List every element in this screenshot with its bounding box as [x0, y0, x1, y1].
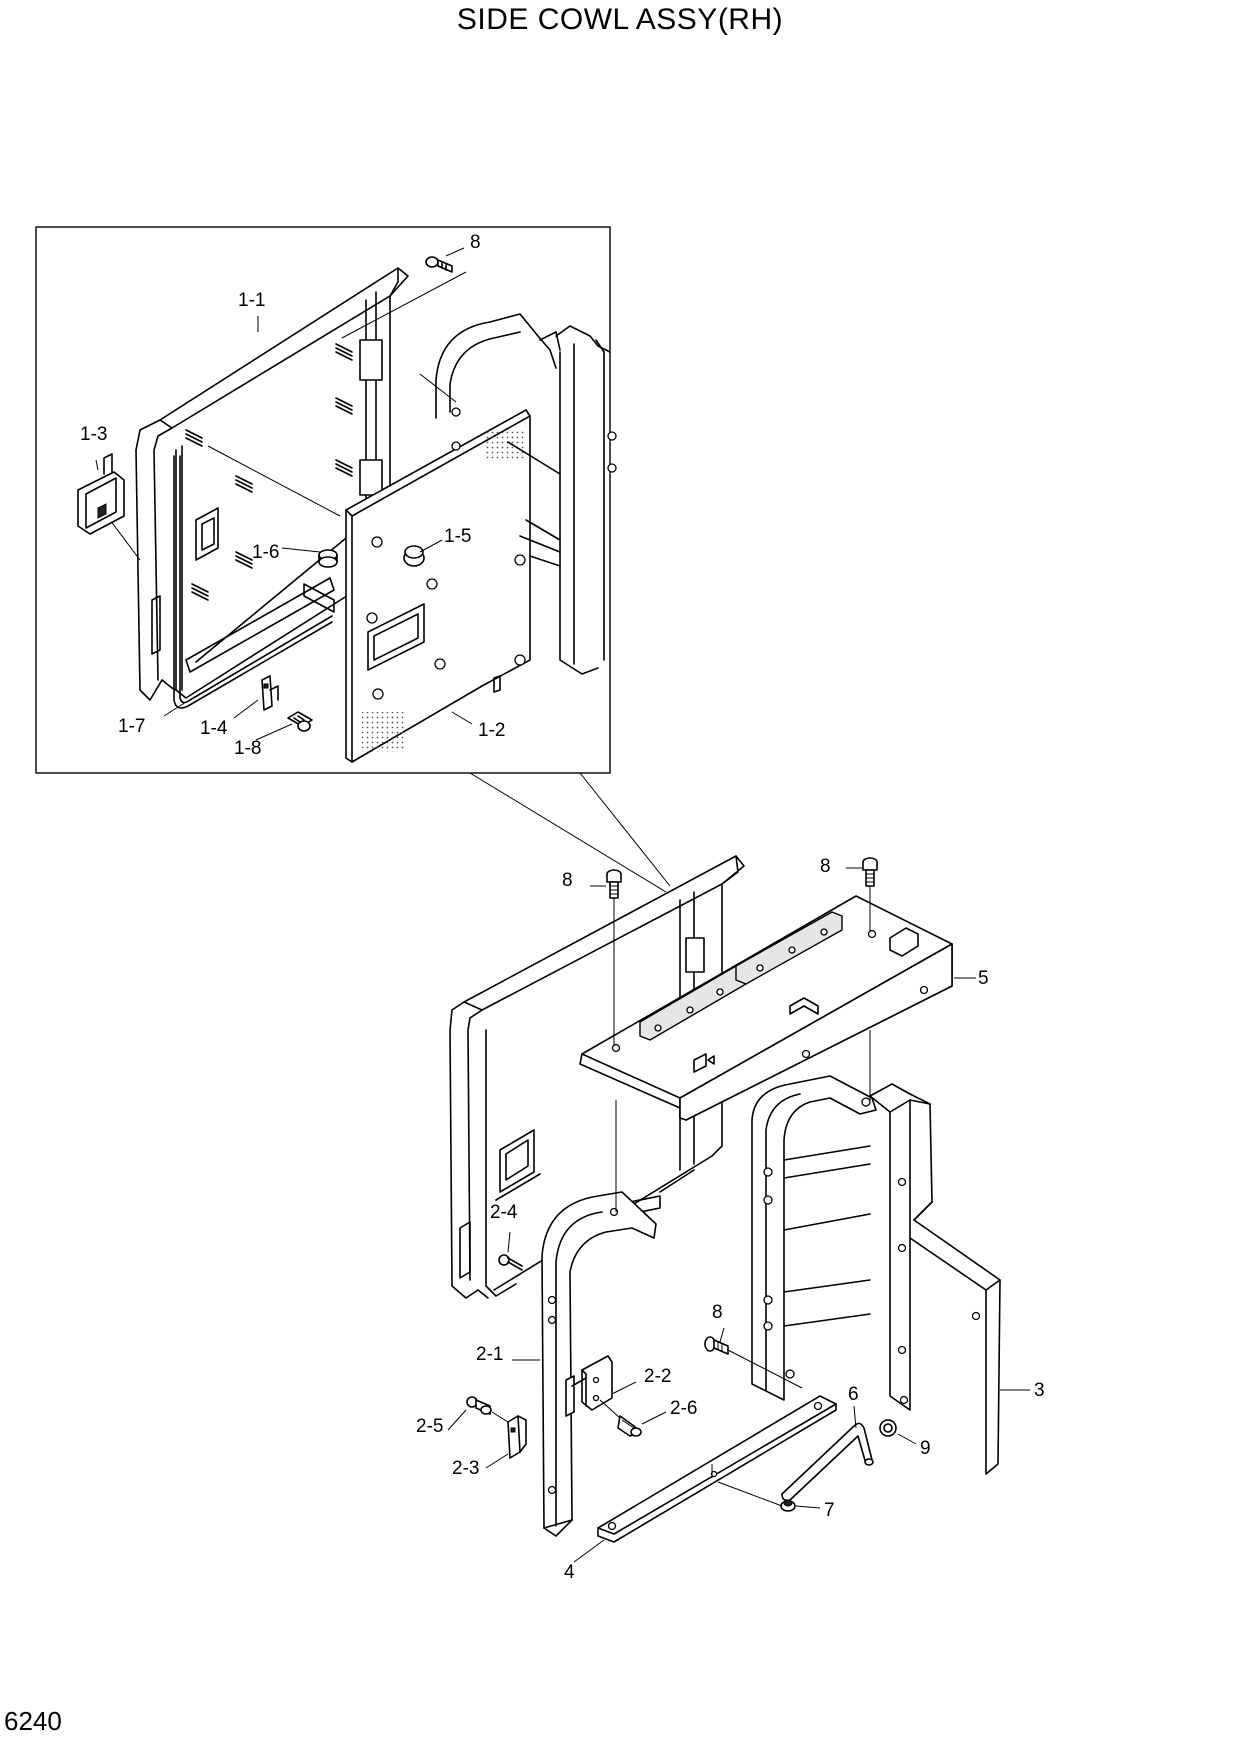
door-stud-bolts [185, 343, 353, 601]
label-4: 4 [564, 1562, 575, 1583]
diagram-title: SIDE COWL ASSY(RH) [456, 3, 784, 36]
bolt-8-right-part [862, 857, 878, 932]
top-plate-part [579, 895, 953, 1121]
label-7: 7 [824, 1500, 835, 1521]
nut-7-part [717, 1481, 796, 1512]
label-1-4: 1-4 [200, 718, 228, 739]
stay-rod-part [173, 455, 335, 709]
inner-panel-part [345, 409, 531, 763]
catch-2-3-part [507, 1415, 527, 1459]
bolt-2-6-part [599, 1399, 642, 1437]
bolt-8-lower-part [704, 1336, 803, 1389]
label-1-7: 1-7 [118, 716, 145, 737]
striker-plate-part [571, 1355, 613, 1411]
label-2-5: 2-5 [416, 1416, 443, 1437]
main-assembly: 8 8 8 5 2-4 2-1 2-2 2-6 2-5 2-3 6 9 7 3 … [416, 855, 1045, 1583]
front-bracket-part [541, 1100, 657, 1537]
label-2-3: 2-3 [452, 1458, 479, 1479]
bolt-8-left-part [606, 869, 622, 1046]
label-5: 5 [978, 968, 989, 989]
bolt-8-detail-part [341, 256, 467, 339]
label-1-8: 1-8 [234, 738, 261, 759]
detail-bracket-frame [419, 313, 617, 675]
label-3: 3 [1034, 1380, 1045, 1401]
label-1-3: 1-3 [80, 424, 107, 445]
label-8-top-right: 8 [820, 856, 831, 877]
stud-2-4-part [498, 1254, 523, 1271]
detail-leader-lines [95, 247, 473, 741]
label-8-top-left: 8 [562, 870, 573, 891]
page-number: 6240 [4, 1706, 62, 1736]
label-1-1: 1-1 [238, 290, 265, 311]
bolt-2-5-part [466, 1396, 509, 1423]
lock-assembly-part [77, 453, 125, 535]
label-8-lower: 8 [712, 1302, 723, 1323]
grommet-part [318, 549, 338, 568]
label-1-5: 1-5 [444, 526, 471, 547]
label-1-6: 1-6 [252, 542, 279, 563]
detail-callout-lines [469, 772, 671, 893]
detail-view-side-cowl-door: 1-1 1-2 1-3 1-4 1-5 1-6 1-7 1-8 8 [35, 226, 617, 774]
label-1-2: 1-2 [478, 720, 505, 741]
label-8-detail: 8 [470, 232, 481, 253]
label-6: 6 [848, 1384, 859, 1405]
bolt-1-8-part [287, 711, 313, 732]
label-2-1: 2-1 [476, 1344, 503, 1365]
rear-bracket-frame-part [751, 1030, 1001, 1475]
ventilation-dots [362, 430, 526, 752]
label-2-2: 2-2 [644, 1366, 671, 1387]
label-2-6: 2-6 [670, 1398, 697, 1419]
washer-9-part [879, 1419, 897, 1437]
door-frame-part [109, 267, 409, 701]
label-2-4: 2-4 [490, 1202, 518, 1223]
main-leader-lines [447, 867, 1030, 1563]
catch-part [261, 675, 279, 711]
label-9: 9 [920, 1438, 931, 1459]
rod-part [781, 1422, 874, 1502]
cap-part [403, 545, 425, 567]
support-bar-part [597, 1395, 837, 1543]
